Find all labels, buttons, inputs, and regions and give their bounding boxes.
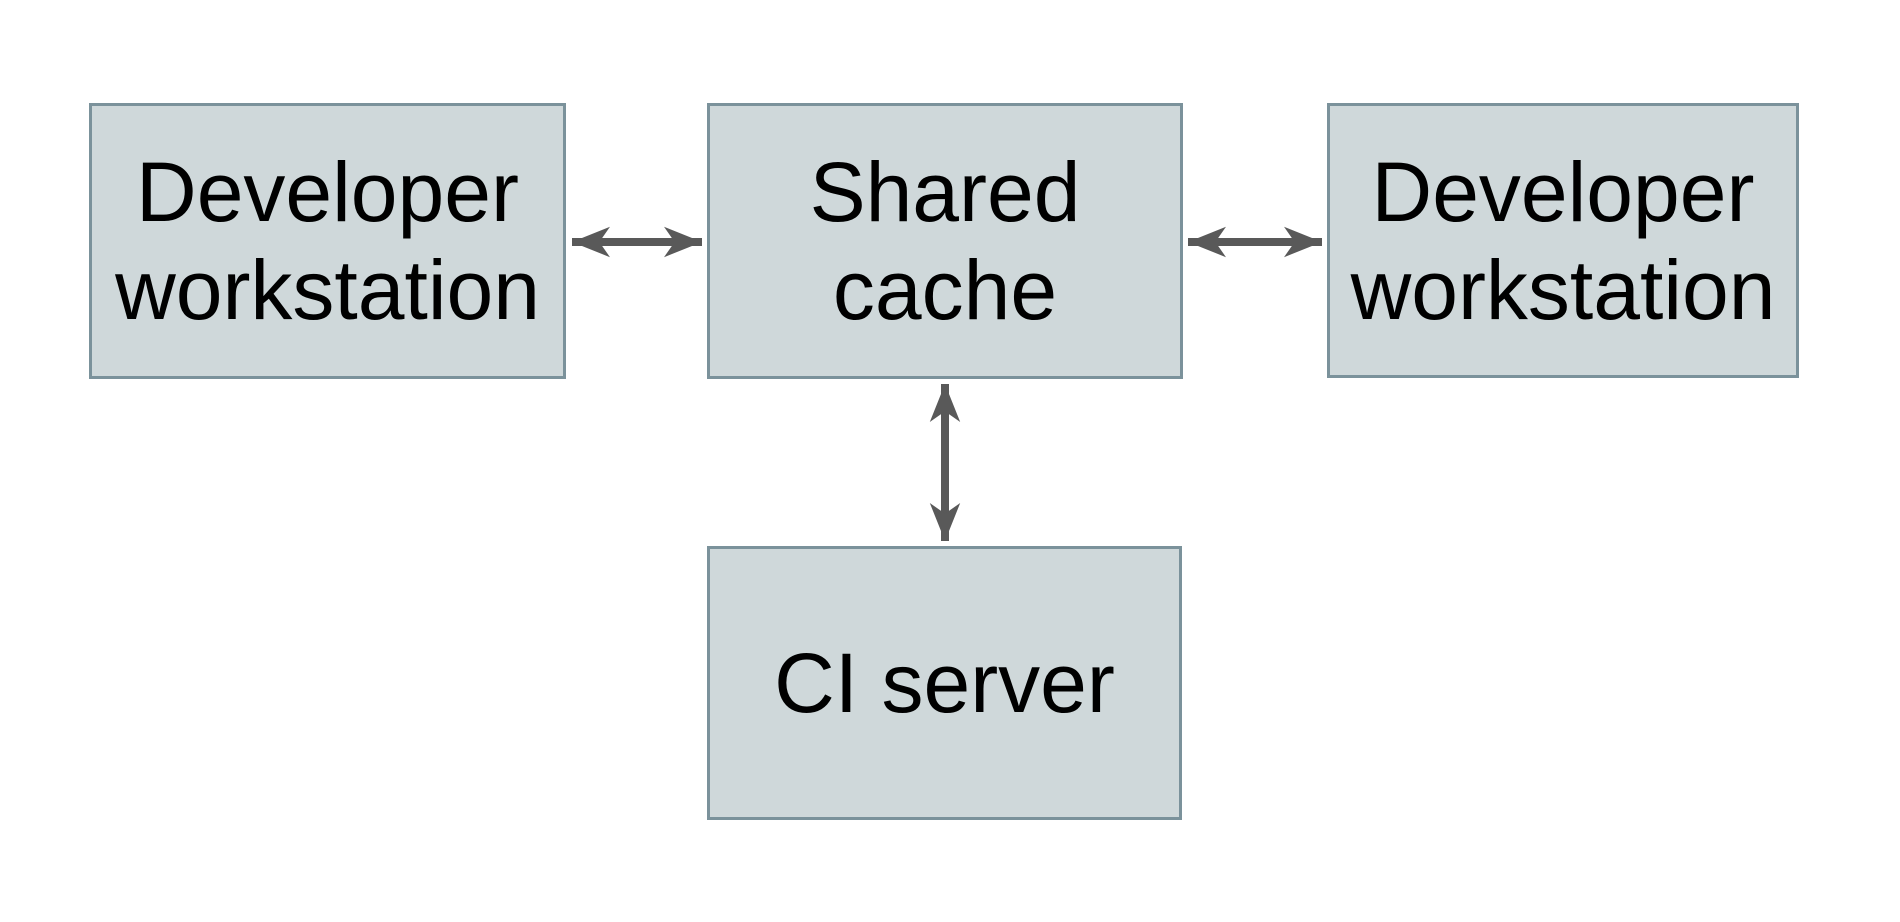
node-developer-workstation-right: Developer workstation [1327, 103, 1799, 378]
node-label-line: Developer [136, 145, 519, 239]
node-shared-cache: Shared cache [707, 103, 1183, 379]
node-ci-server: CI server [707, 546, 1182, 820]
node-label-line: Developer [1371, 144, 1755, 239]
node-label-line: CI server [774, 636, 1115, 730]
node-developer-workstation-left: Developer workstation [89, 103, 566, 379]
node-label-line: cache [832, 243, 1058, 337]
node-label-line: workstation [115, 243, 540, 337]
node-label-line: workstation [1350, 242, 1776, 337]
node-label-line: Shared [809, 145, 1081, 239]
